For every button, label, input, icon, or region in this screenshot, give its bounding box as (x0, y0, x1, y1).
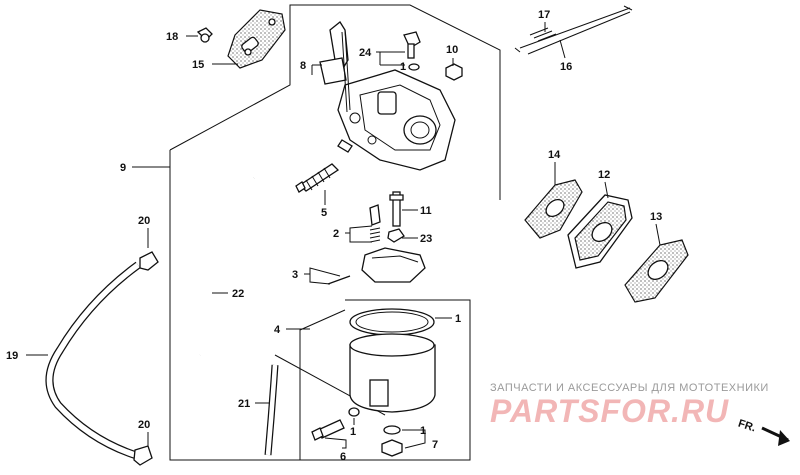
clip-20-lower (133, 445, 153, 466)
bowl-bolt-7 (381, 425, 403, 457)
gasket-13 (624, 239, 689, 303)
drain-screw-top (403, 31, 421, 71)
gasket-15 (227, 9, 286, 69)
clip-20-upper (139, 251, 159, 271)
callout-9: 9 (120, 162, 126, 174)
callout-1-bolt-washer: 1 (420, 425, 426, 437)
main-jet-23 (387, 228, 405, 243)
callout-13: 13 (650, 211, 662, 223)
callout-4: 4 (274, 324, 281, 336)
callout-18: 18 (166, 31, 178, 43)
assembly-outline (169, 4, 501, 461)
pilot-screw-5 (295, 163, 340, 193)
leader-lines (26, 22, 661, 449)
callout-20-lower: 20 (138, 419, 150, 431)
callout-11: 11 (420, 205, 432, 217)
callout-numbers: 18 15 9 8 24 1 10 17 16 14 12 13 5 11 2 … (6, 9, 662, 463)
callout-6: 6 (340, 451, 346, 463)
bolt-18 (196, 27, 213, 43)
callout-23: 23 (420, 233, 432, 245)
callout-1-bowl-gasket: 1 (455, 313, 461, 325)
callout-10: 10 (446, 44, 458, 56)
callout-21: 21 (238, 398, 250, 410)
float-bowl (349, 333, 436, 413)
watermark-tagline: ЗАПЧАСТИ И АКСЕССУАРЫ ДЛЯ МОТОТЕХНИКИ (490, 382, 769, 394)
carburetor-body (337, 69, 456, 171)
choke-lever-assembly (319, 21, 351, 113)
callout-3: 3 (292, 269, 298, 281)
callout-16: 16 (560, 61, 572, 73)
float-bowl-gasket (349, 308, 435, 336)
callout-22: 22 (232, 288, 244, 300)
callout-15: 15 (192, 59, 204, 71)
insulator-12 (567, 194, 633, 269)
callout-7: 7 (432, 439, 438, 451)
float-valve-2 (369, 204, 381, 243)
float-3 (327, 247, 426, 285)
choke-rod-16-17 (514, 5, 633, 55)
callout-19: 19 (6, 350, 18, 362)
callout-20-upper: 20 (138, 215, 150, 227)
drain-tube-21 (264, 364, 279, 456)
fuel-tube-19 (45, 261, 141, 459)
callout-8: 8 (300, 60, 306, 72)
callout-2: 2 (333, 228, 339, 240)
callout-5: 5 (321, 207, 327, 219)
vent-tube-22 (198, 176, 255, 356)
watermark-logo: PARTSFOR.RU (490, 393, 730, 429)
callout-17: 17 (538, 9, 550, 21)
callout-14: 14 (548, 149, 561, 161)
callout-1-top: 1 (400, 61, 406, 73)
callout-12: 12 (598, 169, 610, 181)
drain-screw-6 (311, 407, 360, 441)
nut-10 (445, 63, 463, 81)
callout-1-drain-washer: 1 (350, 426, 356, 438)
front-direction-arrow-icon (761, 426, 790, 446)
main-nozzle-11 (389, 191, 404, 227)
callout-24: 24 (359, 47, 372, 59)
